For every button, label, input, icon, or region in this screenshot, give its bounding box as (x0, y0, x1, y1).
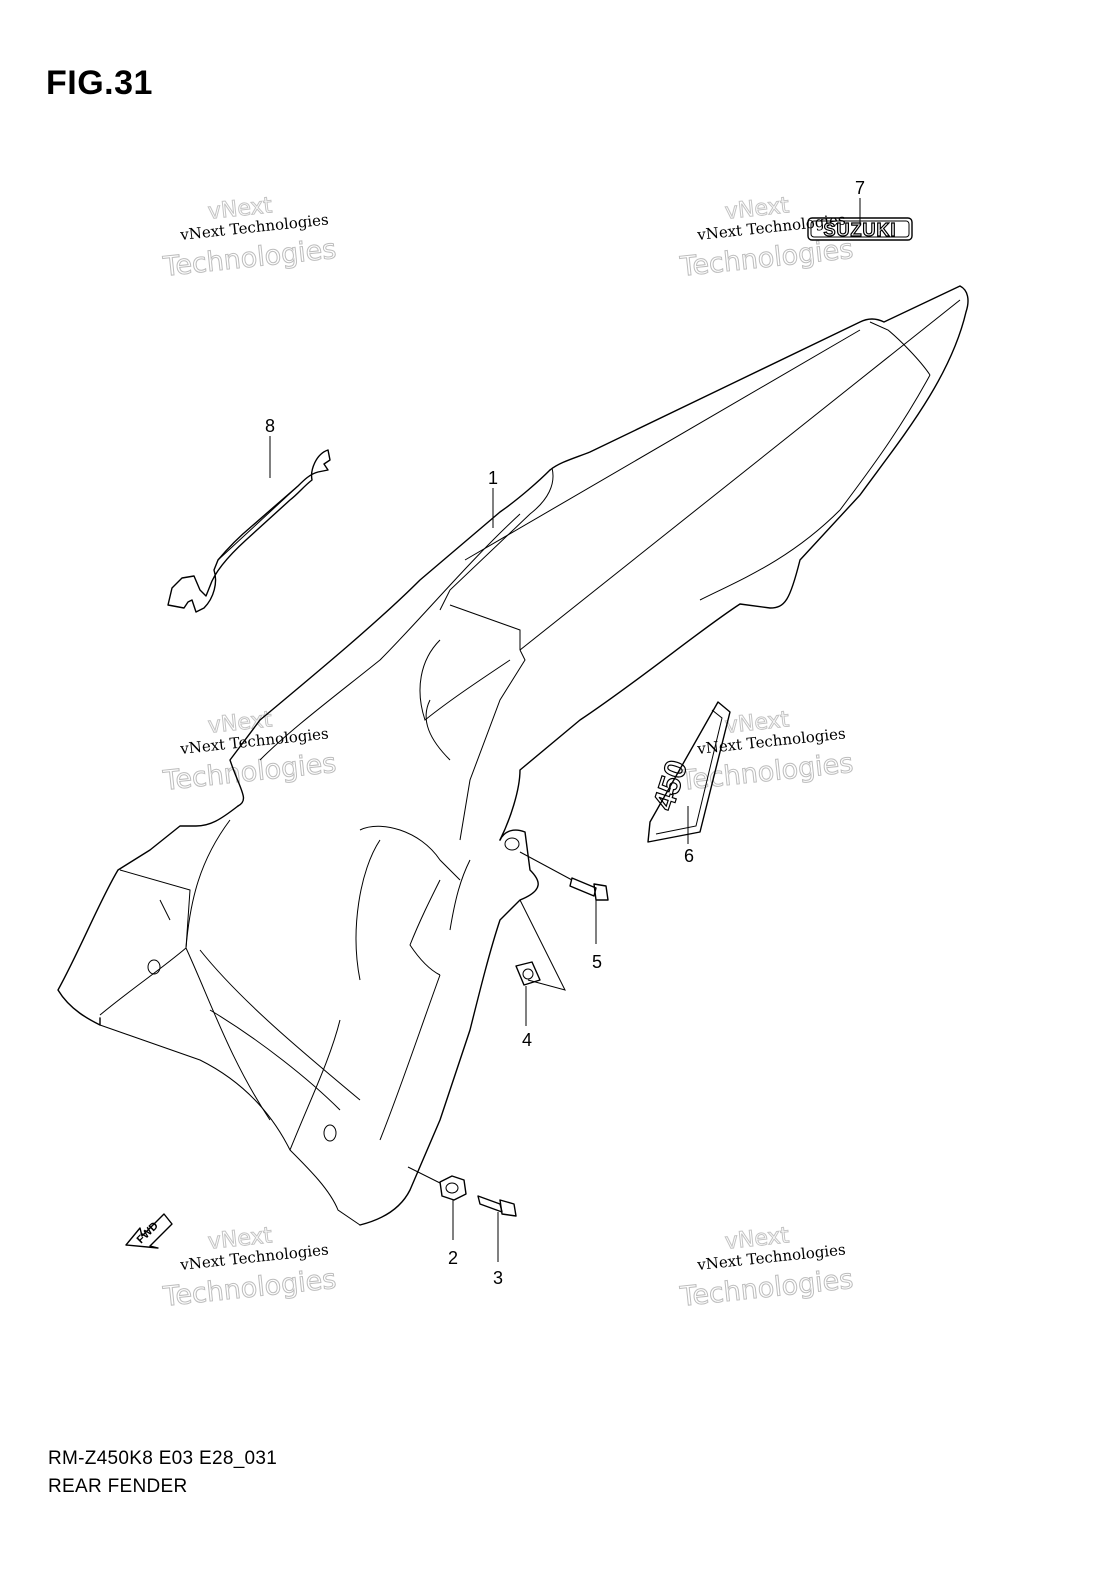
spanner-part (167, 449, 331, 613)
watermark: vNext vNext Technologies Technologies (160, 1223, 338, 1314)
emblem-text: 450 (647, 756, 694, 814)
watermark: vNext vNext Technologies Technologies (677, 1223, 855, 1314)
figure-title: FIG.31 (46, 64, 153, 102)
bolt-part (477, 1195, 517, 1217)
watermark: vNext vNext Technologies Technologies (677, 193, 855, 284)
callout-5: 5 (592, 952, 602, 972)
nut-part (407, 1166, 467, 1201)
callout-6: 6 (684, 846, 694, 866)
rear-fender-part (57, 285, 969, 1226)
forward-arrow-icon: FWD (125, 1213, 173, 1249)
bolt-part-5 (519, 851, 609, 901)
callout-7: 7 (855, 178, 865, 198)
brand-text: SUZUKI (824, 220, 897, 240)
clip-nut-part (515, 961, 541, 986)
callout-3: 3 (493, 1268, 503, 1288)
direction-text: FWD (135, 1220, 161, 1246)
callout-4: 4 (522, 1030, 532, 1050)
diagram-code: RM-Z450K8 E03 E28_031 (48, 1448, 278, 1469)
diagram-name: REAR FENDER (48, 1476, 188, 1497)
callout-2: 2 (448, 1248, 458, 1268)
watermark: vNext vNext Technologies Technologies (677, 707, 855, 798)
suzuki-emblem-part: SUZUKI (807, 217, 913, 241)
callout-8: 8 (265, 416, 275, 436)
watermark: vNext vNext Technologies Technologies (160, 193, 338, 284)
callout-1: 1 (488, 468, 498, 488)
